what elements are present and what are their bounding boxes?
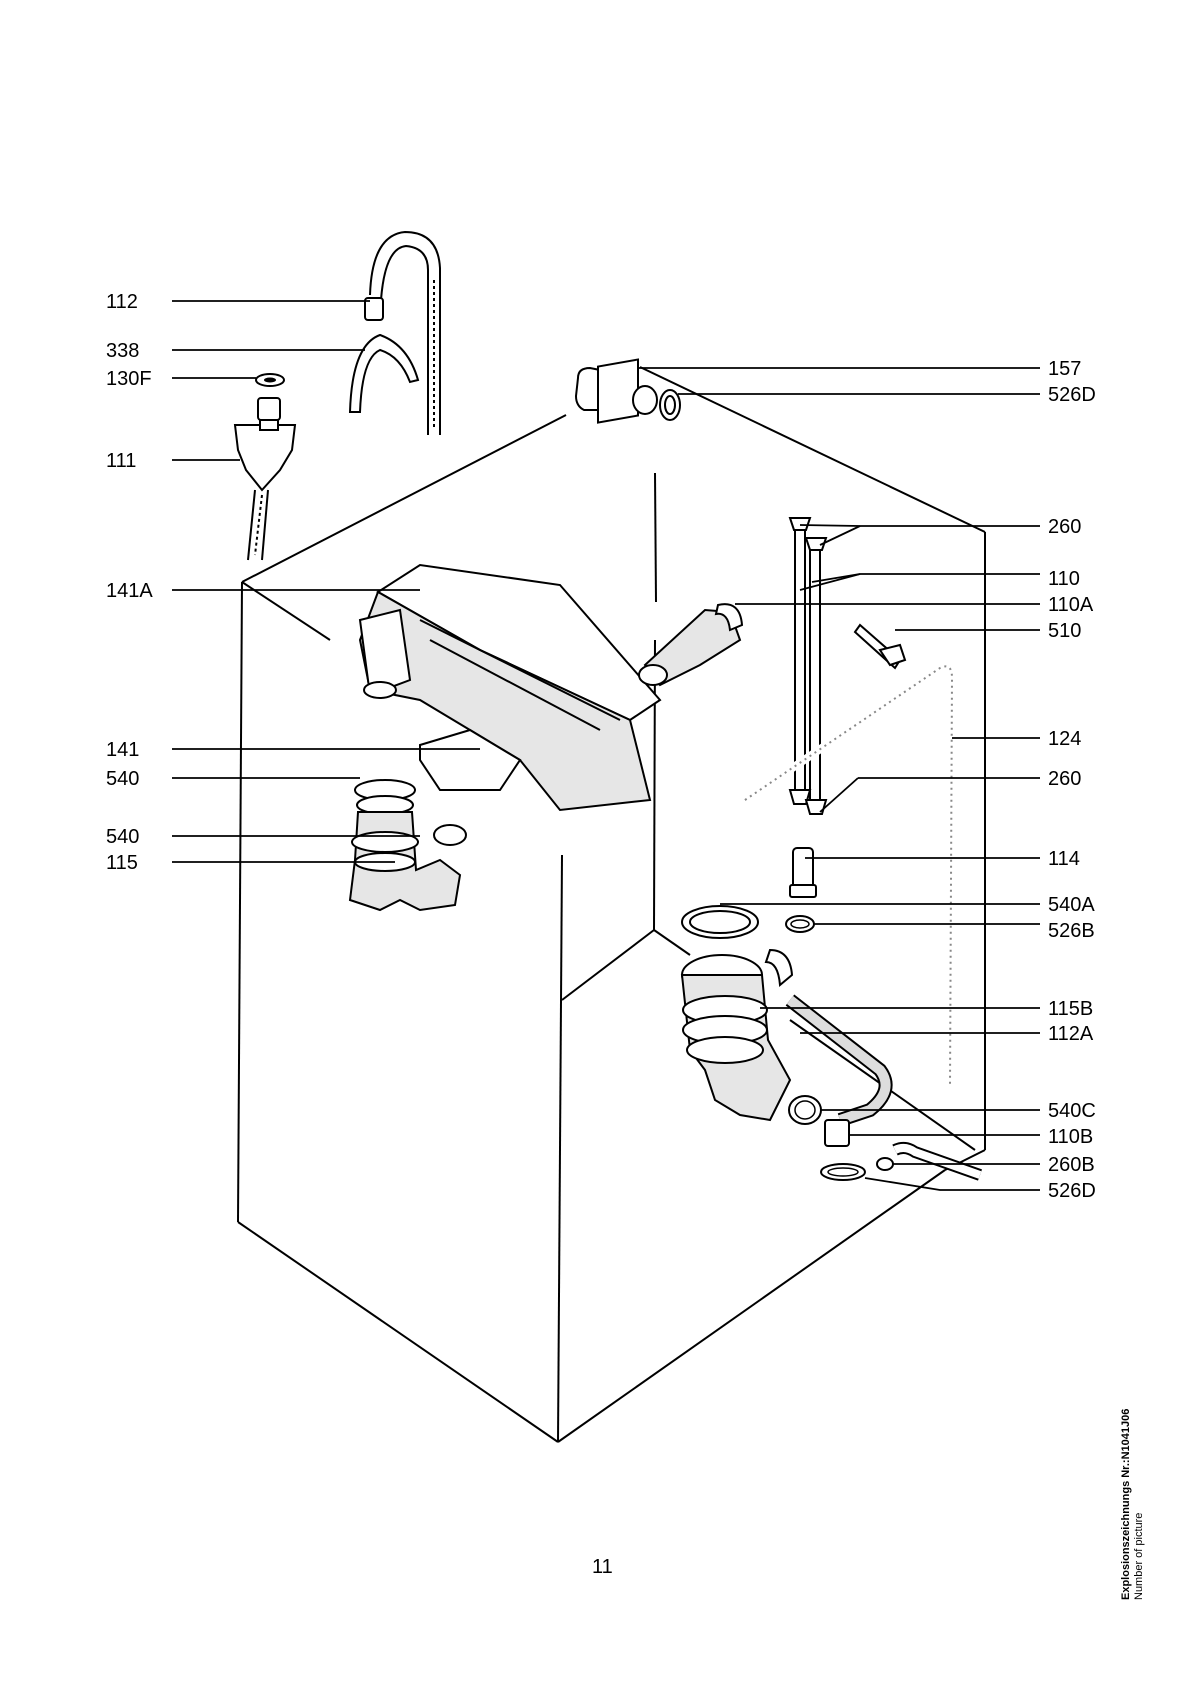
label-540: 540 [106, 768, 139, 790]
side-note-line2: Number of picture [1133, 1512, 1145, 1600]
clamp-part-526d-bottom [820, 1163, 866, 1181]
hose-bracket-part-338 [348, 333, 420, 413]
picture-number-note: Explosionszeichnungs Nr.:N1041J06 Number… [1120, 1409, 1146, 1600]
label-260-bottom: 260 [1048, 768, 1081, 790]
label-130f: 130F [106, 368, 152, 390]
label-112: 112 [106, 291, 138, 313]
hoses-part-110 [788, 517, 828, 815]
detergent-dispenser-part-141a [358, 563, 662, 812]
leader-lines-left [172, 300, 480, 863]
bracket-part-510 [853, 623, 907, 670]
label-540c: 540C [1048, 1100, 1096, 1122]
labels-left: 112 338 130F 111 141A 141 540 540 115 [106, 291, 153, 874]
label-110: 110 [1048, 568, 1080, 590]
label-115b: 115B [1048, 998, 1093, 1020]
label-112a: 112A [1048, 1023, 1094, 1045]
label-260b: 260B [1048, 1154, 1095, 1176]
label-526b: 526B [1048, 920, 1095, 942]
label-124: 124 [1048, 728, 1081, 750]
label-510: 510 [1048, 620, 1081, 642]
inlet-valve-part-111 [233, 397, 297, 561]
clamp-part-540c [788, 1095, 822, 1125]
drain-hose-part-112 [364, 230, 441, 435]
clamp-part-540a [681, 905, 759, 939]
label-526d-top: 526D [1048, 384, 1096, 406]
inlet-connector-part-157 [574, 358, 658, 424]
labels-right: 157 526D 260 110 110A 510 124 260 114 54… [1048, 358, 1096, 1202]
sump-hose-part-115 [348, 779, 467, 912]
clamp-part-526b [785, 915, 815, 933]
label-526d-bottom: 526D [1048, 1180, 1096, 1202]
pump-hose-part-115b [680, 948, 794, 1122]
bellows-hose-part-110a [638, 603, 744, 687]
label-111: 111 [106, 450, 136, 472]
clip-part-260b [876, 1157, 894, 1171]
label-157: 157 [1048, 358, 1081, 380]
label-141: 141 [106, 739, 139, 761]
side-note-line1: Explosionszeichnungs Nr.:N1041J06 [1120, 1408, 1132, 1600]
label-110b: 110B [1048, 1126, 1093, 1148]
label-115: 115 [106, 852, 138, 874]
label-338: 338 [106, 340, 139, 362]
label-260-top: 260 [1048, 516, 1081, 538]
label-540a: 540A [1048, 894, 1095, 916]
page-number: 11 [592, 1556, 613, 1578]
pressure-switch-part-114 [789, 847, 817, 898]
dispenser-duct-part-141 [419, 728, 522, 791]
hose-part-124 [742, 662, 957, 1086]
label-114: 114 [1048, 848, 1080, 870]
leader-lines-right [638, 367, 1040, 1191]
label-141a: 141A [106, 580, 153, 602]
label-540-lower: 540 [106, 826, 139, 848]
hose-part-110b [892, 1141, 983, 1181]
washer-part-130f [255, 373, 285, 387]
label-110a: 110A [1048, 594, 1094, 616]
clamp-part-526d-top [659, 389, 681, 421]
